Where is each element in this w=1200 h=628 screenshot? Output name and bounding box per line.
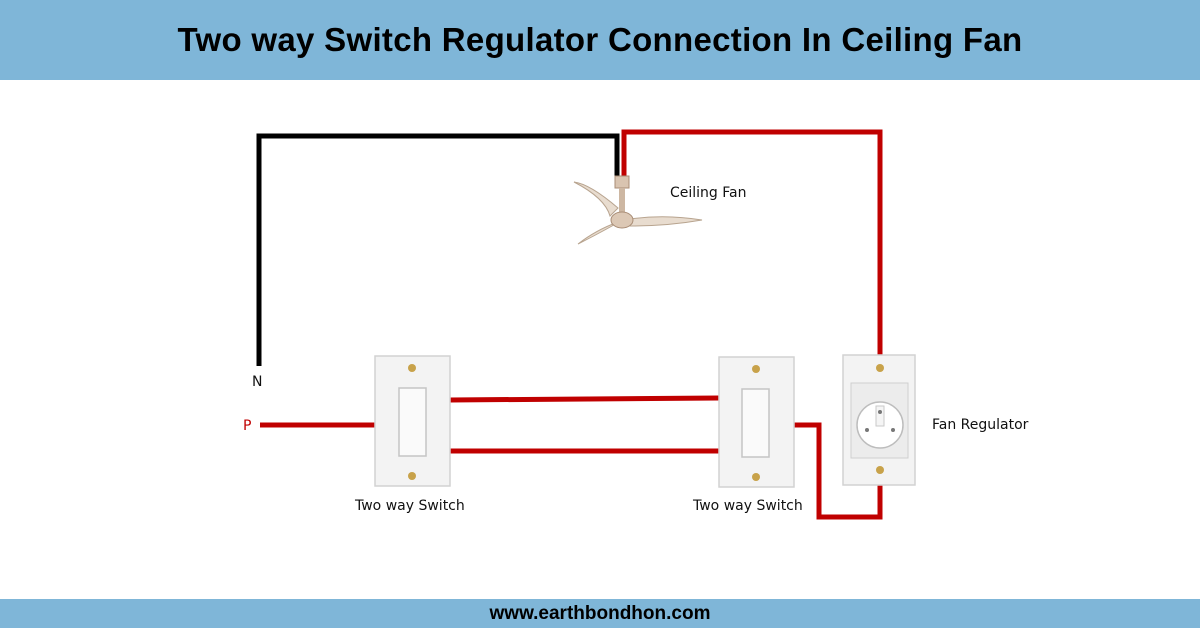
- page-title: Two way Switch Regulator Connection In C…: [177, 21, 1023, 58]
- fan-to-regulator-wire: [621, 129, 883, 368]
- neutral-wire: [256, 133, 620, 366]
- switch-to-regulator-wire: [794, 422, 883, 520]
- neutral-label: N: [252, 374, 263, 390]
- two-way-switch-right: [718, 356, 795, 488]
- fan-regulator-label: Fan Regulator: [932, 417, 1029, 433]
- two-way-switch-left: [374, 355, 451, 487]
- traveller-wire-top: [449, 395, 720, 403]
- switch-right-label: Two way Switch: [693, 498, 803, 514]
- ceiling-fan-label: Ceiling Fan: [670, 185, 747, 201]
- website-link[interactable]: www.earthbondhon.com: [489, 602, 711, 624]
- footer-banner: www.earthbondhon.com: [0, 599, 1200, 628]
- title-banner: Two way Switch Regulator Connection In C…: [0, 0, 1200, 80]
- switch-left-label: Two way Switch: [355, 498, 465, 514]
- phase-label: P: [243, 418, 252, 434]
- fan-regulator-icon: [842, 354, 916, 486]
- ceiling-fan-icon: [573, 175, 703, 245]
